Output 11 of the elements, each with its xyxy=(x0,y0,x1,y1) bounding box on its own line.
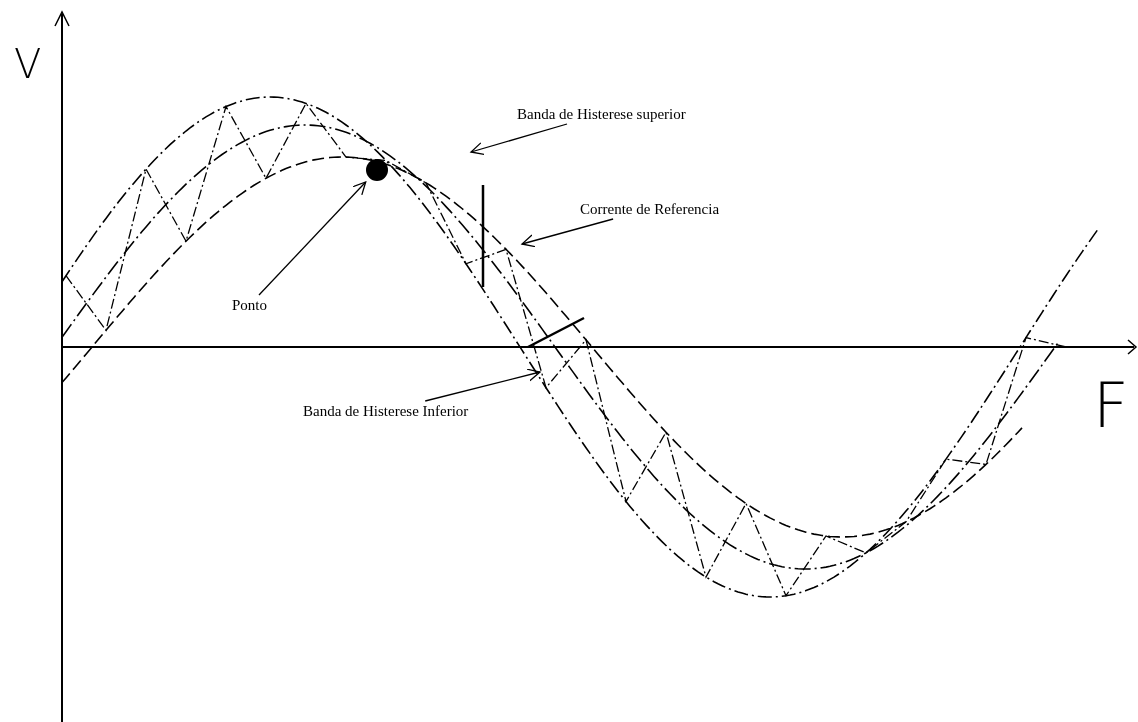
axis-label: V xyxy=(14,44,42,84)
leader-line xyxy=(470,123,568,156)
leader-line xyxy=(424,368,541,402)
callout-label: Banda de Histerese Inferior xyxy=(303,402,469,420)
axis-label: F xyxy=(1093,375,1129,437)
leader-line xyxy=(521,218,614,248)
callout-label: Banda de Histerese superior xyxy=(517,105,686,123)
callout-label: Ponto xyxy=(232,296,267,314)
leader-line xyxy=(258,181,367,296)
point-marker xyxy=(366,159,388,181)
callout-label: Corrente de Referencia xyxy=(580,200,720,218)
